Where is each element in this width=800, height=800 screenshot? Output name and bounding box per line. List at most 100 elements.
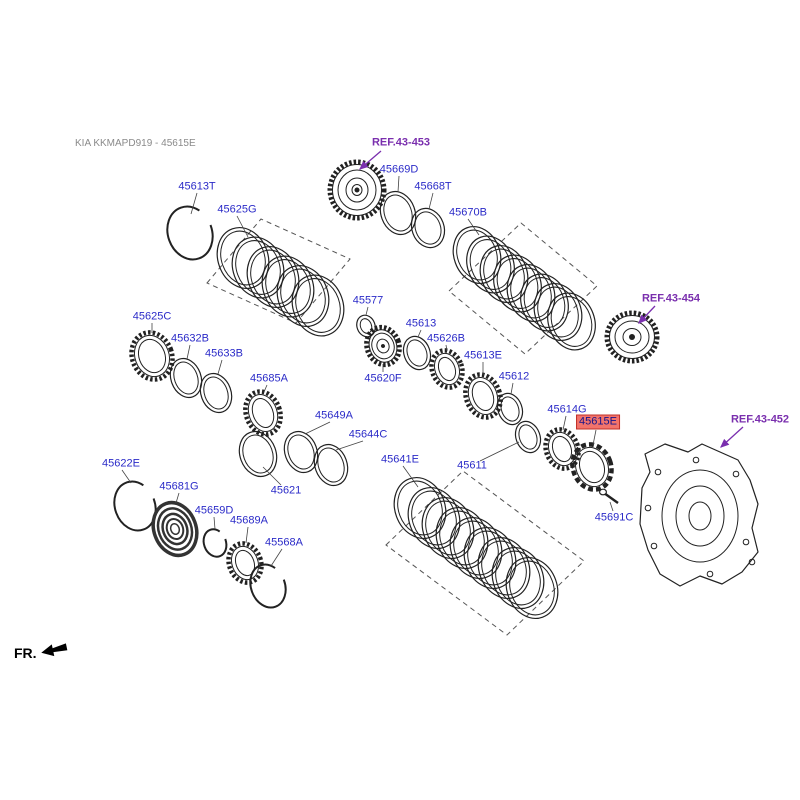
part-ring (496, 392, 524, 426)
part-disc (276, 265, 330, 327)
part-gear (327, 159, 387, 221)
part-ring (313, 443, 349, 487)
part-label-45613E[interactable]: 45613E (464, 349, 502, 362)
part-disc (393, 477, 447, 539)
part-disc (491, 547, 545, 609)
part-label-45611[interactable]: 45611 (457, 459, 487, 472)
part-label-45613T[interactable]: 45613T (178, 180, 216, 193)
ref-arrow (638, 305, 656, 324)
part-label-45621[interactable]: 45621 (270, 484, 302, 497)
part-disc (291, 274, 345, 337)
part-label-45649A[interactable]: 45649A (315, 409, 353, 422)
part-label-45577[interactable]: 45577 (352, 294, 384, 307)
leader-line (217, 359, 223, 375)
leader-line (121, 469, 132, 484)
leader-line (335, 440, 364, 451)
part-disc (477, 537, 531, 599)
part-label-45689A[interactable]: 45689A (230, 514, 268, 527)
leader-line (510, 382, 514, 395)
part-disc (463, 527, 517, 589)
leader-line (562, 415, 567, 431)
ref-label[interactable]: REF.43-452 (730, 413, 790, 426)
part-toothed (543, 427, 581, 471)
part-label-45613[interactable]: 45613 (405, 317, 437, 330)
leader-line (236, 215, 249, 238)
part-label-45612[interactable]: 45612 (498, 370, 530, 383)
part-snapring (249, 563, 287, 609)
part-drum (151, 500, 199, 558)
fr-indicator: FR. (14, 643, 68, 661)
part-label-45641E[interactable]: 45641E (381, 453, 419, 466)
part-label-45681G[interactable]: 45681G (159, 480, 199, 493)
part-disc (449, 517, 503, 579)
part-ring (402, 335, 432, 371)
part-screw (598, 488, 619, 504)
part-disc (435, 507, 489, 569)
leader-line (467, 218, 480, 236)
part-ring (283, 430, 319, 474)
leader-line (365, 306, 369, 316)
part-housing (639, 443, 759, 587)
part-snapring (202, 528, 228, 558)
part-label-45659D[interactable]: 45659D (194, 504, 234, 517)
part-label-45685A[interactable]: 45685A (250, 372, 288, 385)
part-snapring (113, 480, 157, 532)
part-label-45670B[interactable]: 45670B (449, 206, 487, 219)
part-ring (514, 420, 542, 454)
part-label-45614G[interactable]: 45614G (547, 403, 587, 416)
part-label-45632B[interactable]: 45632B (171, 332, 209, 345)
part-label-45622E[interactable]: 45622E (102, 457, 140, 470)
leader-line (609, 501, 614, 512)
leader-line (186, 344, 191, 360)
part-label-45568A[interactable]: 45568A (265, 536, 303, 549)
leader-line (213, 516, 216, 530)
leader-line (263, 384, 268, 393)
part-toothed (463, 372, 503, 420)
part-label-45691C[interactable]: 45691C (594, 511, 634, 524)
part-disc (493, 254, 542, 313)
leader-line (262, 466, 282, 486)
clutch-pack-outline (385, 470, 585, 636)
part-label-45615E[interactable]: 45615E (576, 414, 620, 430)
part-disc (452, 226, 502, 284)
leader-line (245, 526, 249, 544)
part-toothed (243, 389, 283, 437)
part-toothed (226, 541, 264, 585)
leader-line (445, 344, 448, 352)
leader-line (304, 421, 331, 435)
part-disc (466, 235, 515, 294)
part-disc (505, 557, 559, 619)
part-ring (238, 430, 278, 478)
part-label-45626B[interactable]: 45626B (427, 332, 465, 345)
leader-line (428, 192, 434, 210)
part-disc (479, 245, 529, 303)
part-label-45625G[interactable]: 45625G (217, 203, 257, 216)
part-disc (520, 273, 569, 332)
part-label-45669D[interactable]: 45669D (379, 163, 419, 176)
part-disc (547, 292, 596, 351)
part-disc (533, 283, 583, 341)
leader-line (175, 492, 180, 504)
fr-arrow-icon (40, 643, 67, 657)
leader-line (592, 429, 597, 446)
part-label-45620F[interactable]: 45620F (364, 372, 402, 385)
leader-line (479, 441, 520, 462)
ref-label[interactable]: REF.43-453 (371, 136, 431, 149)
part-label-45625C[interactable]: 45625C (132, 310, 172, 323)
part-gear (604, 310, 660, 364)
part-label-45668T[interactable]: 45668T (414, 180, 452, 193)
part-label-45644C[interactable]: 45644C (348, 428, 388, 441)
leader-line (190, 192, 198, 215)
part-ring (379, 190, 417, 236)
leader-line (270, 548, 283, 567)
ref-arrow (720, 426, 744, 448)
part-toothed (129, 330, 175, 382)
diagram-code-title: KIA KKMAPD919 - 45615E (75, 138, 196, 149)
part-label-45633B[interactable]: 45633B (205, 347, 243, 360)
part-toothed (429, 348, 465, 390)
part-ring (410, 207, 446, 249)
ref-arrow (359, 150, 382, 170)
fr-label: FR. (14, 645, 37, 661)
ref-label[interactable]: REF.43-454 (641, 292, 701, 305)
